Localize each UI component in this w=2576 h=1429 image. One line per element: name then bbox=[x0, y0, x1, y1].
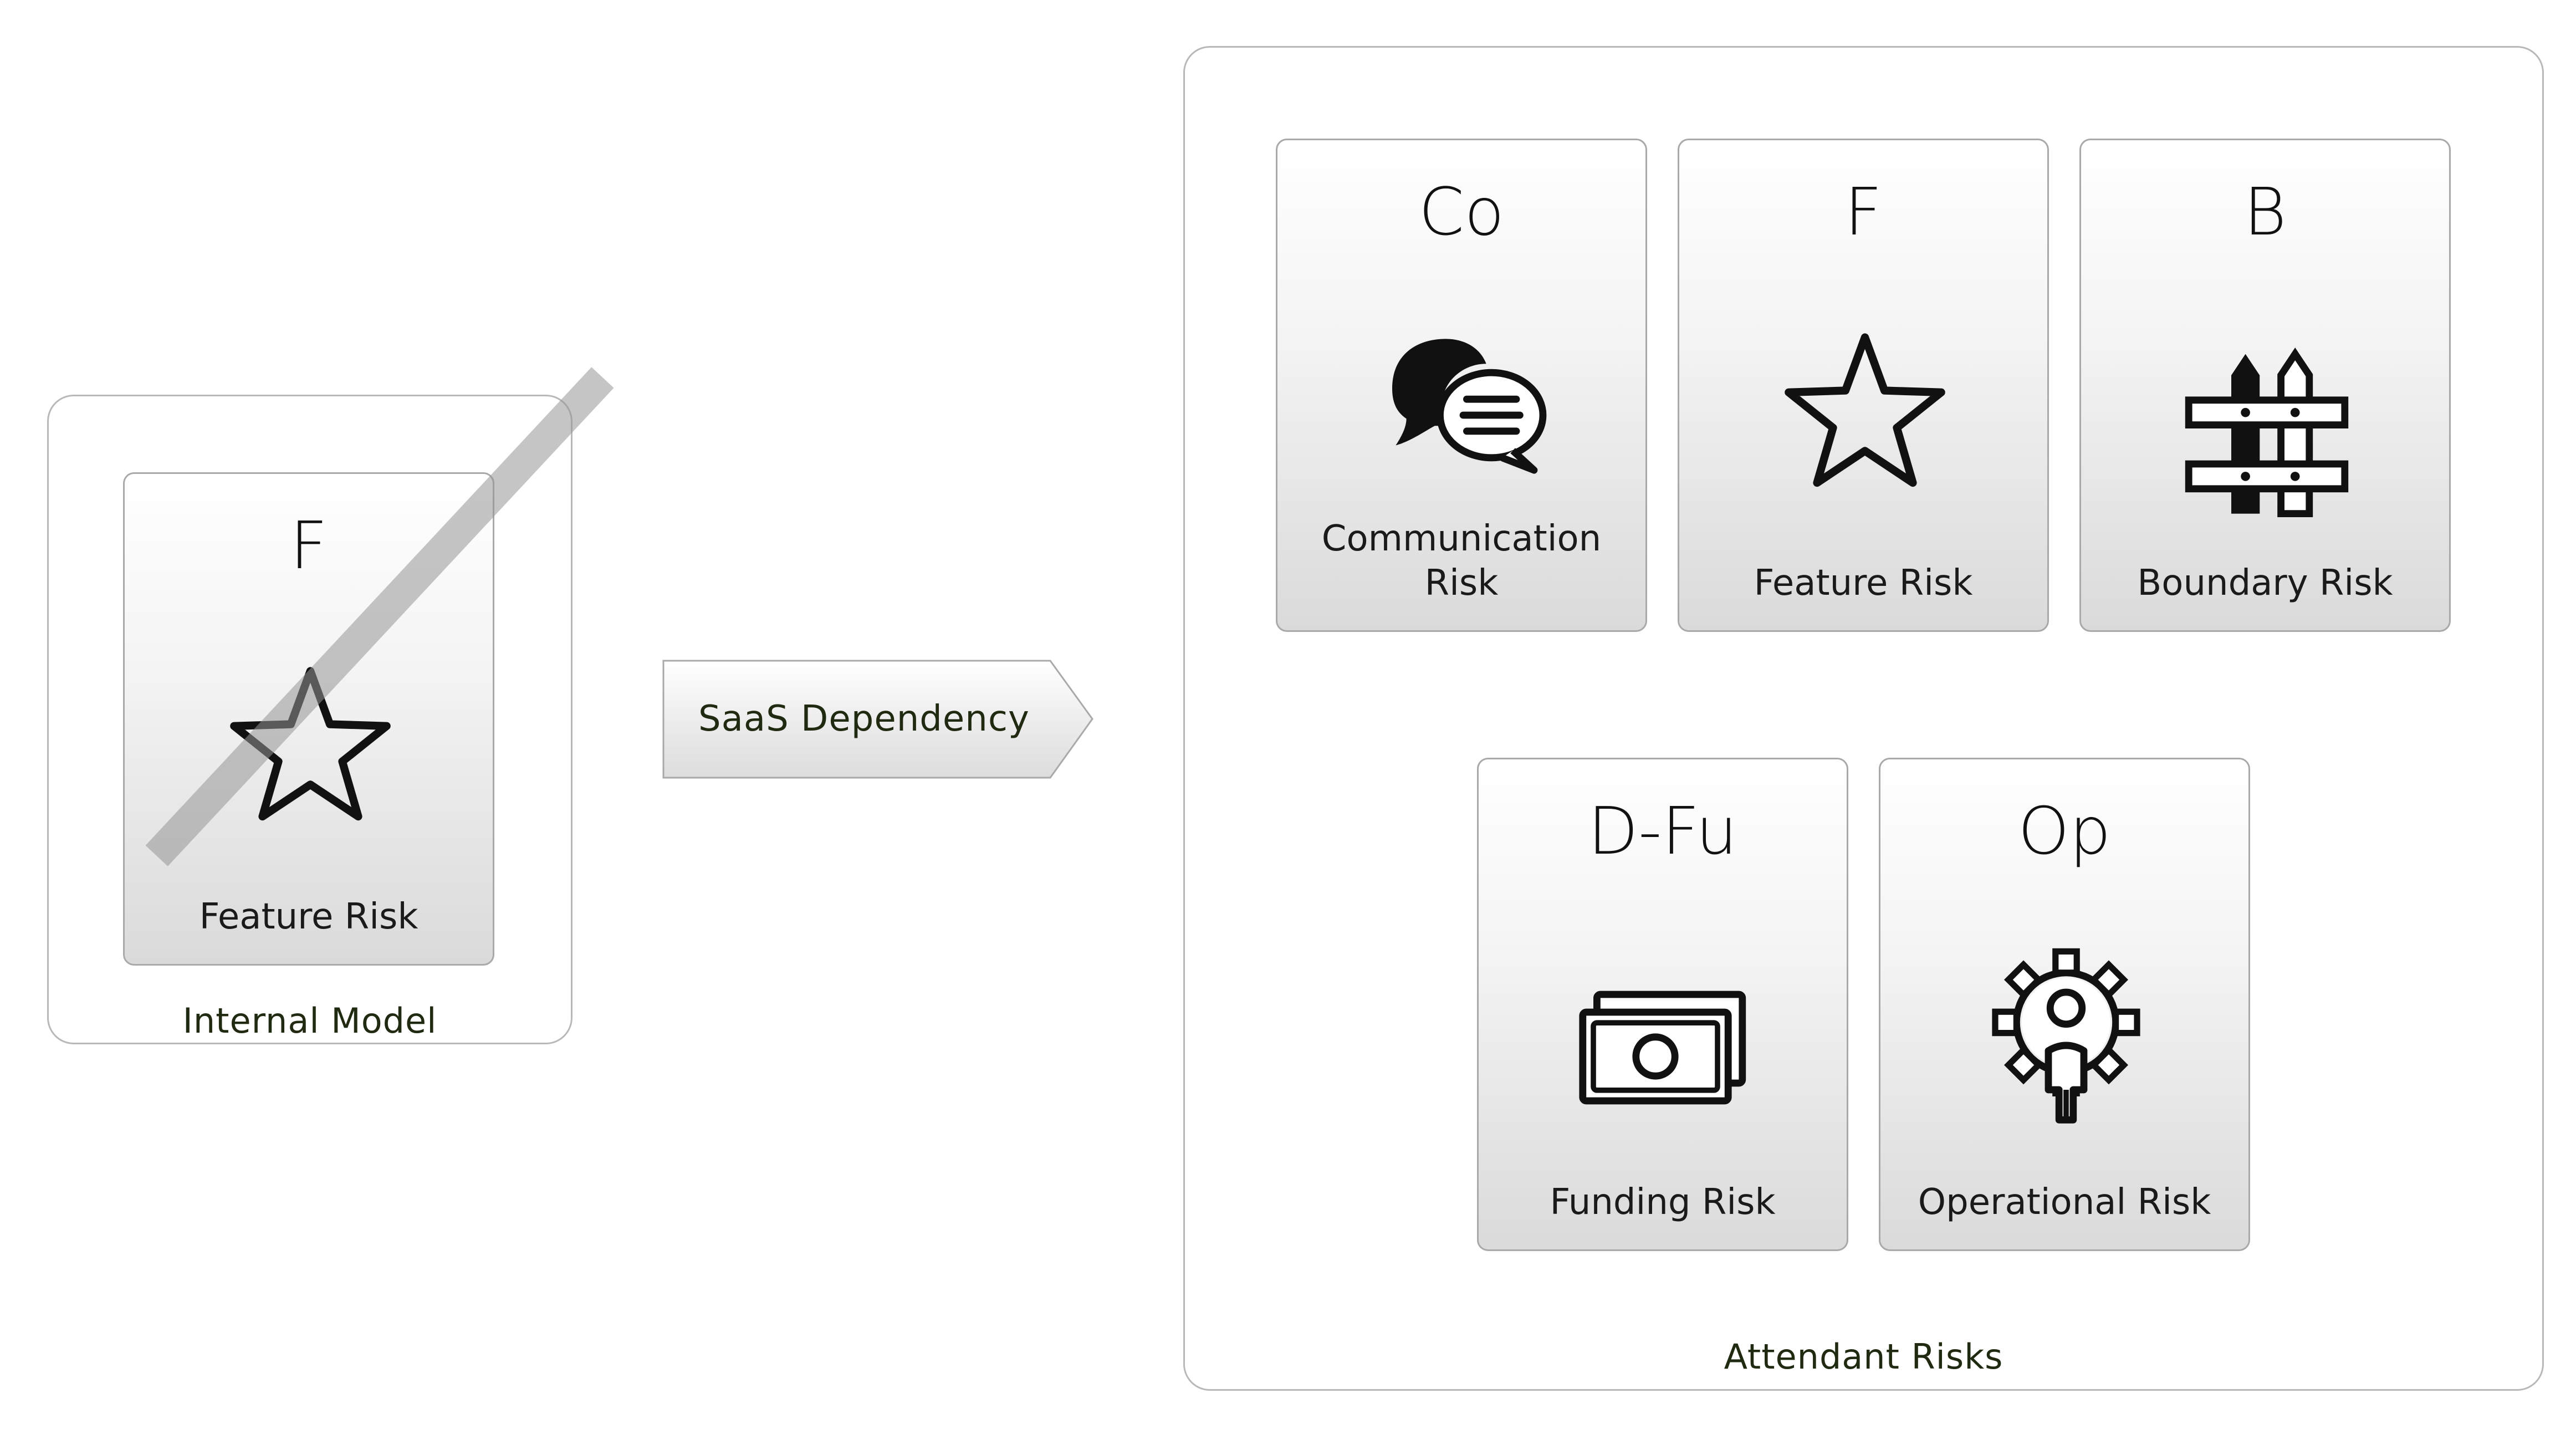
card-abbreviation: B bbox=[2243, 173, 2287, 250]
internal-feature-risk-card: F Feature Risk bbox=[123, 472, 494, 966]
card-abbreviation: Op bbox=[2018, 793, 2111, 869]
boundary-risk-card: B Boundary Risk bbox=[2079, 139, 2451, 632]
card-label: Feature Risk bbox=[1754, 563, 1973, 604]
saas-dependency-label: SaaS Dependency bbox=[698, 698, 1030, 739]
card-abbreviation: F bbox=[290, 507, 328, 584]
internal-model-caption: Internal Model bbox=[182, 1001, 437, 1041]
card-label: Boundary Risk bbox=[2137, 563, 2393, 604]
card-label: Feature Risk bbox=[199, 896, 418, 937]
banknotes-icon bbox=[1576, 959, 1753, 1136]
card-label: Operational Risk bbox=[1918, 1182, 2211, 1223]
star-icon bbox=[1776, 323, 1954, 501]
card-abbreviation: Co bbox=[1418, 173, 1505, 250]
communication-risk-card: Co Communication Risk bbox=[1276, 139, 1647, 632]
gear-person-icon bbox=[1977, 948, 2155, 1125]
star-icon bbox=[222, 657, 399, 834]
card-label: Funding Risk bbox=[1550, 1182, 1776, 1223]
funding-risk-card: D-Fu Funding Risk bbox=[1477, 758, 1848, 1251]
attendant-risks-caption: Attendant Risks bbox=[1724, 1336, 2003, 1377]
fence-icon bbox=[2178, 340, 2355, 517]
card-abbreviation: F bbox=[1844, 173, 1882, 250]
feature-risk-card: F Feature Risk bbox=[1678, 139, 2049, 632]
speech-bubbles-icon bbox=[1374, 318, 1552, 495]
card-abbreviation: D-Fu bbox=[1588, 793, 1737, 869]
saas-dependency-arrow: SaaS Dependency bbox=[662, 660, 1095, 779]
operational-risk-card: Op Operational Risk bbox=[1879, 758, 2250, 1251]
card-label: Communication Risk bbox=[1321, 518, 1602, 604]
